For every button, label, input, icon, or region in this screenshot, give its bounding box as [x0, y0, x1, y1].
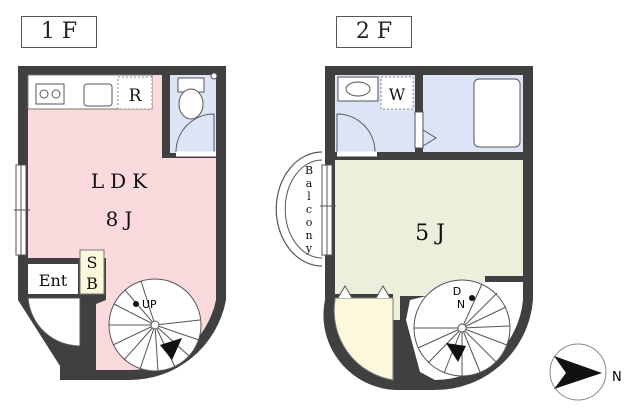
- toilet-door-swing: [175, 113, 215, 153]
- balcony-letter: l: [307, 190, 311, 203]
- stairs-up-label: UP: [142, 298, 157, 311]
- closet: [333, 297, 394, 381]
- sink-icon: [83, 83, 113, 107]
- balcony-outline-outer: [275, 151, 323, 267]
- bath-door-swing: [422, 129, 437, 147]
- washroom-door-swing: [336, 113, 376, 153]
- balcony-letter: c: [306, 203, 312, 216]
- balcony-letter: B: [305, 164, 313, 177]
- burner-icon: [39, 89, 49, 99]
- floor-1-plan: R Ent S B: [14, 66, 226, 381]
- compass-icon: N: [549, 343, 622, 401]
- stove-icon: [35, 83, 65, 105]
- washer-space: [380, 76, 414, 110]
- washbasin-bowl-icon: [345, 81, 371, 97]
- shoe-box-label-bottom: B: [86, 274, 98, 293]
- western-room-floor: [335, 160, 523, 320]
- ldk-size-label: 8J: [106, 207, 139, 231]
- balcony-label: B a l c o n y: [305, 164, 313, 255]
- stair-direction-arrow: [446, 343, 466, 362]
- fridge-label: R: [129, 86, 143, 106]
- washer-label: W: [389, 85, 406, 104]
- balcony-letter: a: [306, 177, 313, 190]
- stairs-down-label-top: D: [453, 285, 461, 298]
- compass-north-label: N: [612, 370, 622, 385]
- floor-1-tag: 1 F: [21, 16, 97, 48]
- floor-2-plan: W 5 J: [275, 66, 533, 391]
- balcony-letter: o: [306, 216, 313, 229]
- closet-door-left: [337, 285, 353, 299]
- burner-icon: [51, 89, 61, 99]
- entry-door-swing: [27, 297, 81, 347]
- entrance-label: Ent: [39, 271, 68, 290]
- closet-door-right: [375, 285, 391, 299]
- stair-start-dot: [469, 295, 475, 301]
- ldk-label: LDK: [91, 169, 153, 193]
- stair-direction-arrow: [160, 338, 182, 360]
- fridge-space: [117, 76, 153, 110]
- floor-2-tag: 2 F: [336, 16, 412, 48]
- bath-door: [414, 111, 424, 149]
- stair-start-dot: [133, 301, 139, 307]
- balcony-letter: y: [305, 242, 313, 255]
- stairs-down-label-bottom: N: [457, 298, 465, 311]
- spiral-stairs-1f: [108, 278, 202, 372]
- balcony-outline-inner: [284, 159, 323, 259]
- toilet-bowl-icon: [178, 88, 204, 120]
- balcony-letter: n: [305, 229, 312, 242]
- shoe-box-label-top: S: [87, 253, 98, 272]
- entrance-area: [28, 264, 78, 294]
- shoe-box: [79, 249, 105, 295]
- western-room-size: 5 J: [415, 221, 445, 246]
- spiral-stairs-2f: [406, 279, 523, 381]
- bathtub-icon: [473, 78, 521, 148]
- vent-icon: [210, 72, 218, 80]
